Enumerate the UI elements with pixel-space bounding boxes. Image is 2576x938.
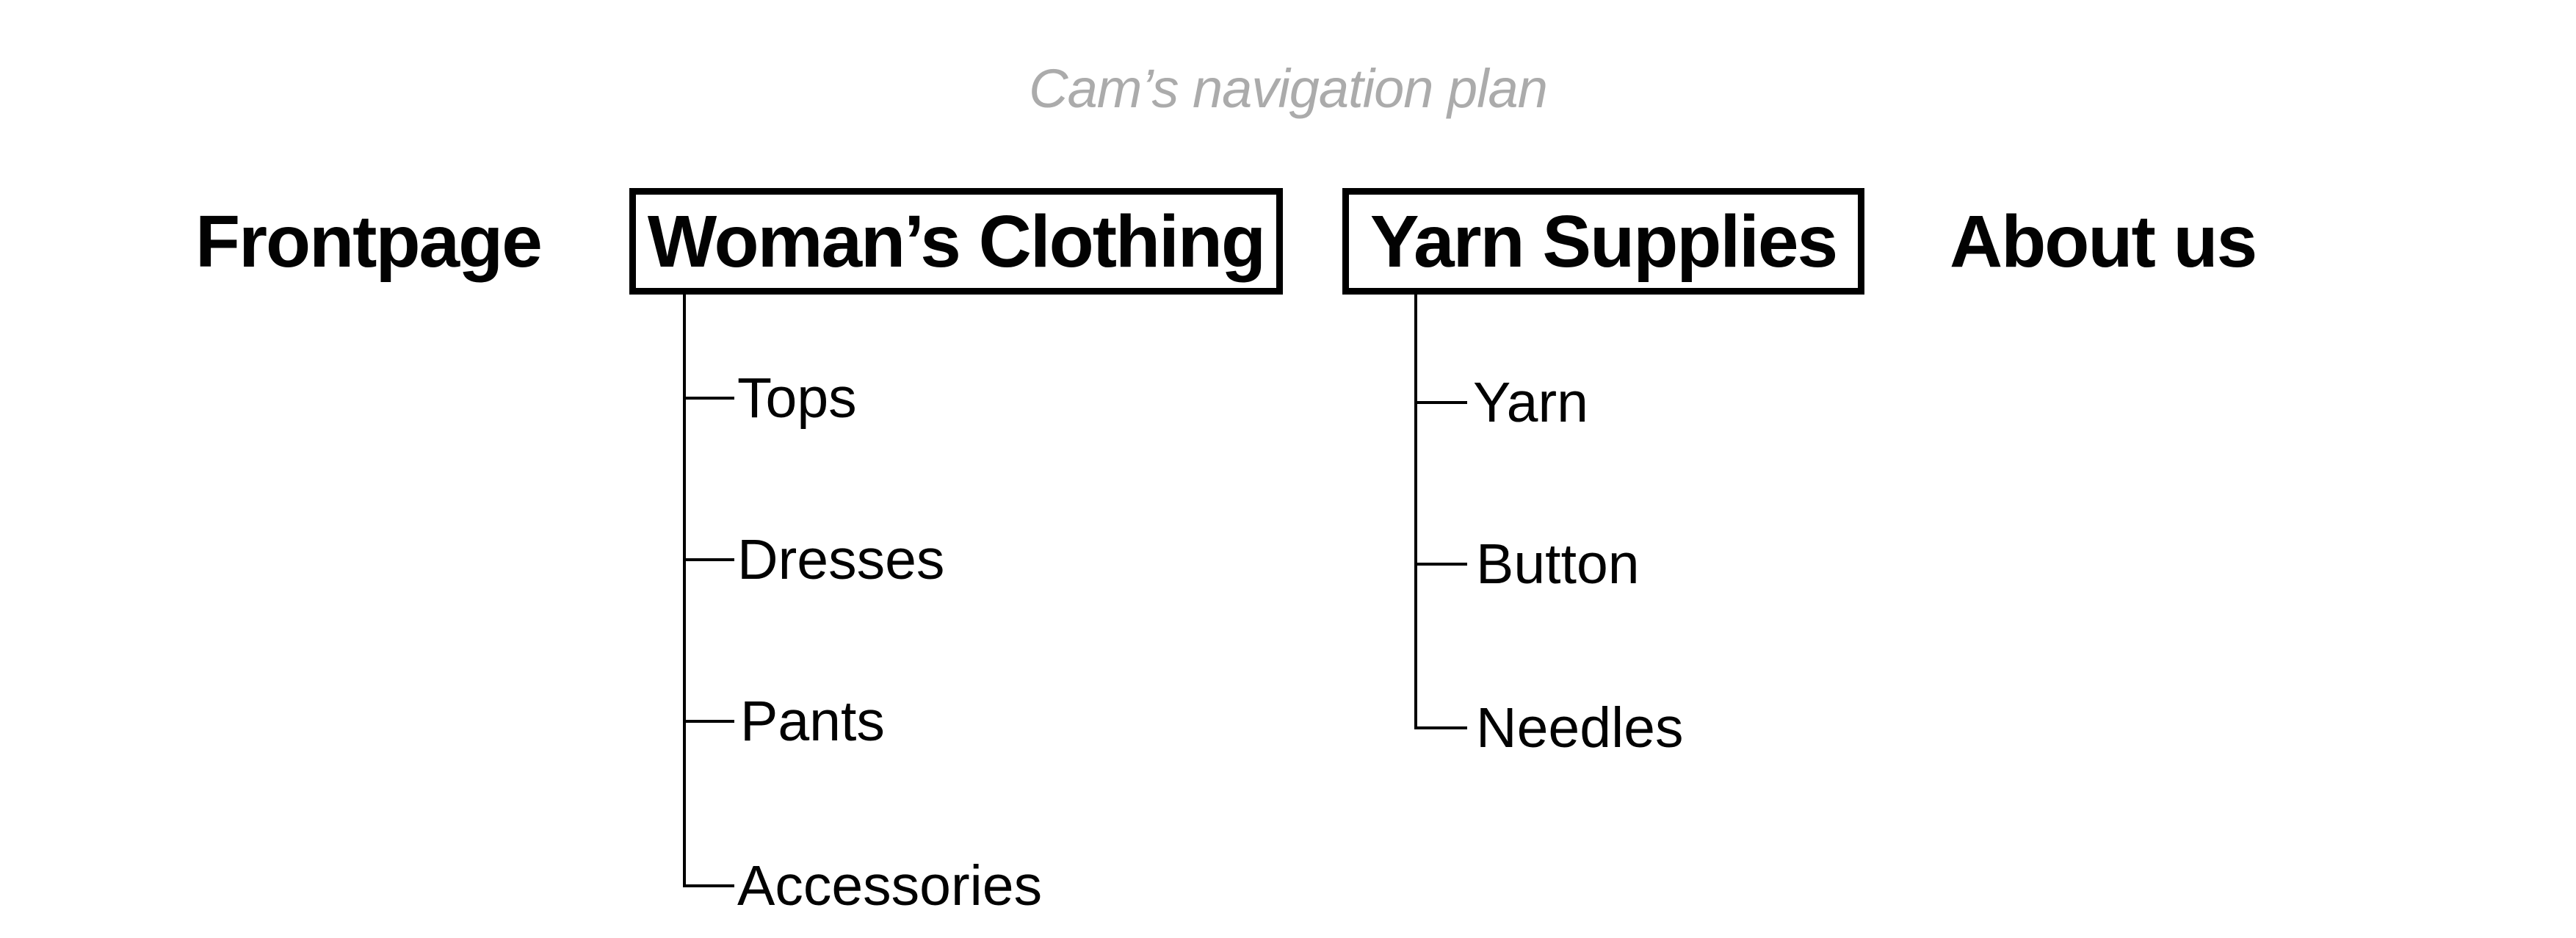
nav-item-yarn-supplies[interactable]: Yarn Supplies: [1342, 188, 1864, 295]
sub-item-dresses[interactable]: Dresses: [737, 528, 945, 591]
sub-item-needles[interactable]: Needles: [1476, 696, 1684, 760]
nav-item-frontpage[interactable]: Frontpage: [195, 200, 543, 283]
womans-clothing-branch-line: [683, 295, 686, 887]
tree-connector-dresses: [683, 558, 734, 561]
sub-item-pants[interactable]: Pants: [740, 690, 885, 753]
nav-item-womans-clothing[interactable]: Woman’s Clothing: [629, 188, 1283, 295]
sub-item-yarn[interactable]: Yarn: [1473, 371, 1588, 434]
tree-connector-accessories: [683, 884, 734, 887]
sub-item-button[interactable]: Button: [1476, 533, 1640, 596]
nav-item-about-us[interactable]: About us: [1950, 200, 2257, 283]
tree-connector-needles: [1414, 726, 1467, 729]
sub-item-accessories[interactable]: Accessories: [737, 854, 1043, 917]
yarn-supplies-branch-line: [1414, 295, 1417, 729]
tree-connector-button: [1414, 563, 1467, 566]
sub-item-tops[interactable]: Tops: [737, 367, 857, 430]
tree-connector-tops: [683, 397, 734, 400]
tree-connector-yarn: [1414, 401, 1467, 404]
tree-connector-pants: [683, 720, 734, 723]
diagram-title: Cam’s navigation plan: [1029, 58, 1548, 119]
